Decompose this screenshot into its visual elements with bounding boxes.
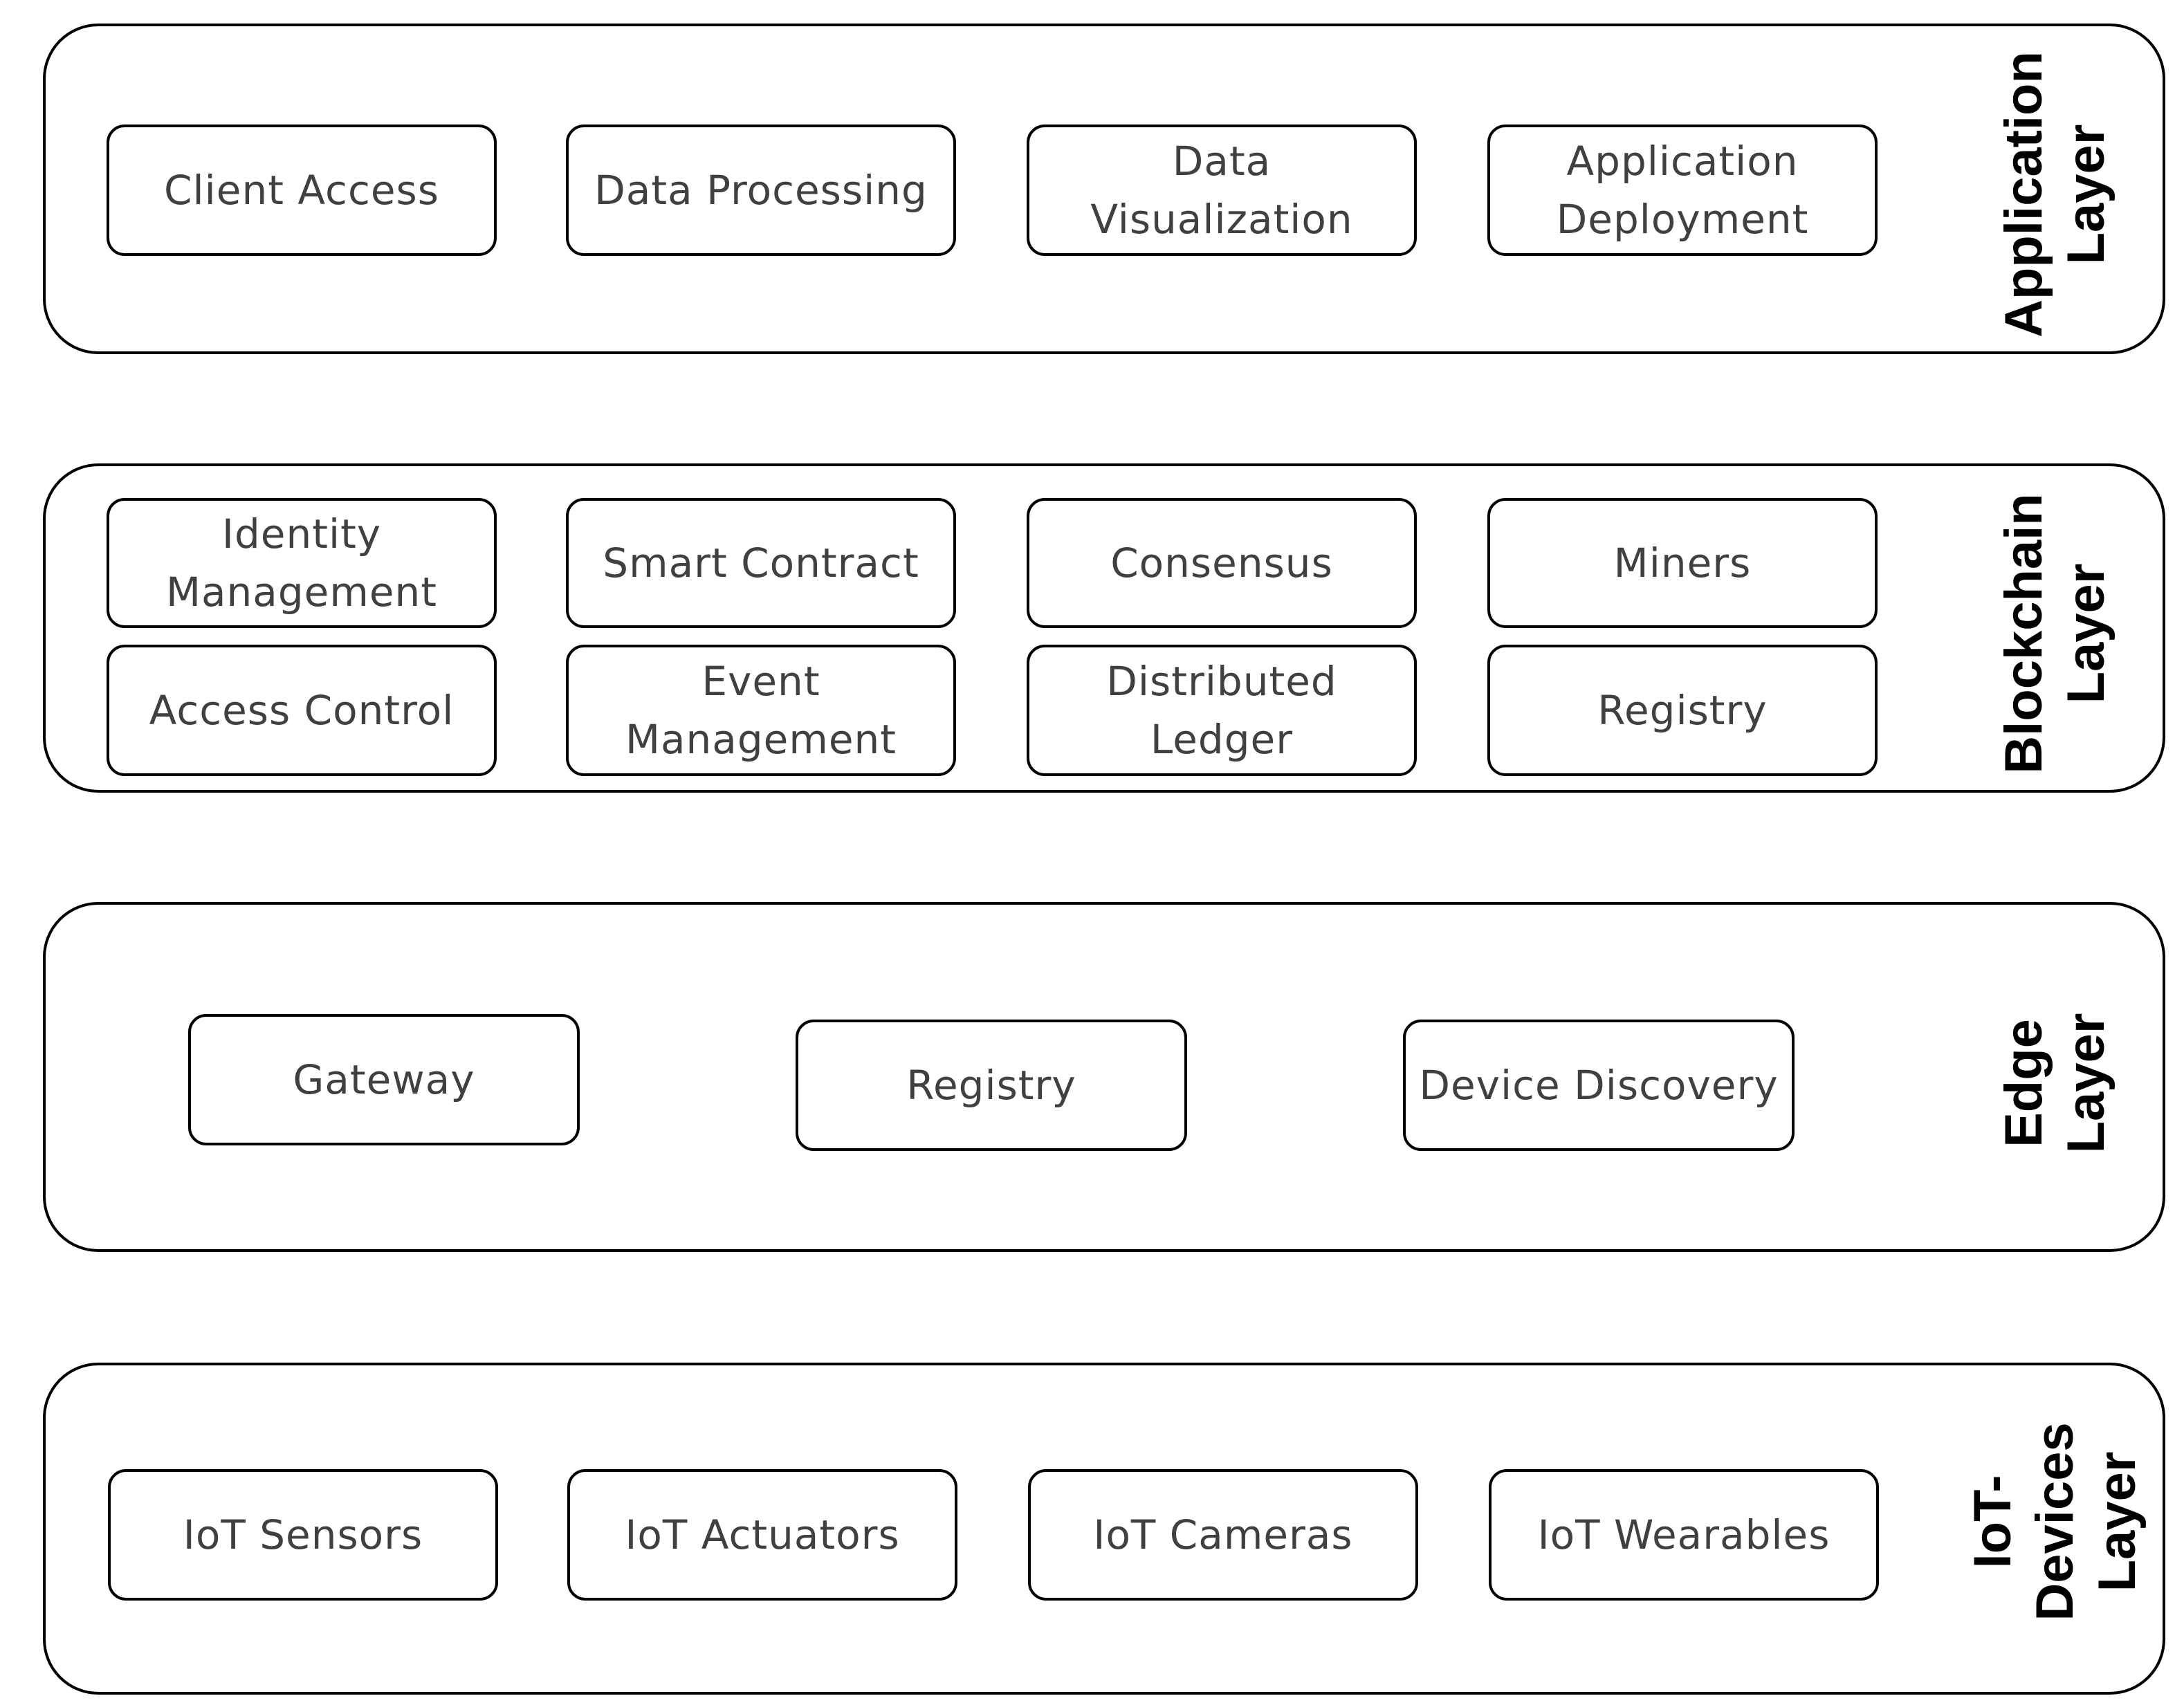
component-box: Identity Management (107, 498, 497, 628)
component-box: Registry (796, 1020, 1187, 1151)
component-label: Application Deployment (1556, 138, 1809, 243)
component-box: IoT Wearables (1489, 1469, 1879, 1601)
component-label: IoT Cameras (1093, 1511, 1353, 1558)
iot-devices-layer: IoT Sensors IoT Actuators IoT Cameras Io… (43, 1363, 2165, 1695)
component-label: Access Control (149, 687, 455, 734)
blockchain-layer: Identity Management Smart Contract Conse… (43, 463, 2165, 793)
layer-label-blockchain: Blockchain Layer (1994, 493, 2116, 774)
component-label: Registry (1597, 687, 1768, 734)
component-label: IoT Actuators (625, 1511, 900, 1558)
layer-label-application: Application Layer (1994, 51, 2116, 338)
application-layer: Client Access Data Processing Data Visua… (43, 24, 2165, 354)
component-label: Event Management (625, 658, 897, 763)
edge-layer: Gateway Registry Device Discovery (43, 902, 2165, 1252)
component-label: Consensus (1110, 540, 1333, 587)
component-box: Device Discovery (1403, 1020, 1795, 1151)
component-label: Distributed Ledger (1106, 658, 1337, 763)
component-box: IoT Cameras (1028, 1469, 1418, 1601)
component-box: Access Control (107, 645, 497, 776)
component-box: IoT Actuators (567, 1469, 957, 1601)
component-label: Smart Contract (603, 540, 919, 587)
component-box: Application Deployment (1487, 125, 1878, 256)
component-box: Distributed Ledger (1027, 645, 1417, 776)
component-box: Registry (1487, 645, 1878, 776)
component-box: Consensus (1027, 498, 1417, 628)
component-box: Gateway (188, 1014, 580, 1145)
component-label: Registry (906, 1062, 1076, 1109)
component-label: Miners (1613, 540, 1752, 587)
component-box: IoT Sensors (108, 1469, 498, 1601)
component-box: Data Processing (566, 125, 956, 256)
component-box: Data Visualization (1027, 125, 1417, 256)
component-label: IoT Wearables (1537, 1511, 1830, 1558)
component-label: Client Access (164, 167, 439, 214)
layer-label-edge: Edge Layer (1994, 1013, 2116, 1154)
component-box: Smart Contract (566, 498, 956, 628)
layer-label-iot-devices: IoT-Devices Layer (1963, 1422, 2147, 1621)
component-box: Client Access (107, 125, 497, 256)
component-label: Device Discovery (1419, 1062, 1779, 1109)
component-label: Data Processing (594, 167, 928, 214)
component-box: Event Management (566, 645, 956, 776)
component-label: Data Visualization (1090, 138, 1353, 243)
component-label: Gateway (293, 1056, 475, 1103)
component-label: IoT Sensors (183, 1511, 423, 1558)
component-box: Miners (1487, 498, 1878, 628)
component-label: Identity Management (165, 510, 438, 616)
